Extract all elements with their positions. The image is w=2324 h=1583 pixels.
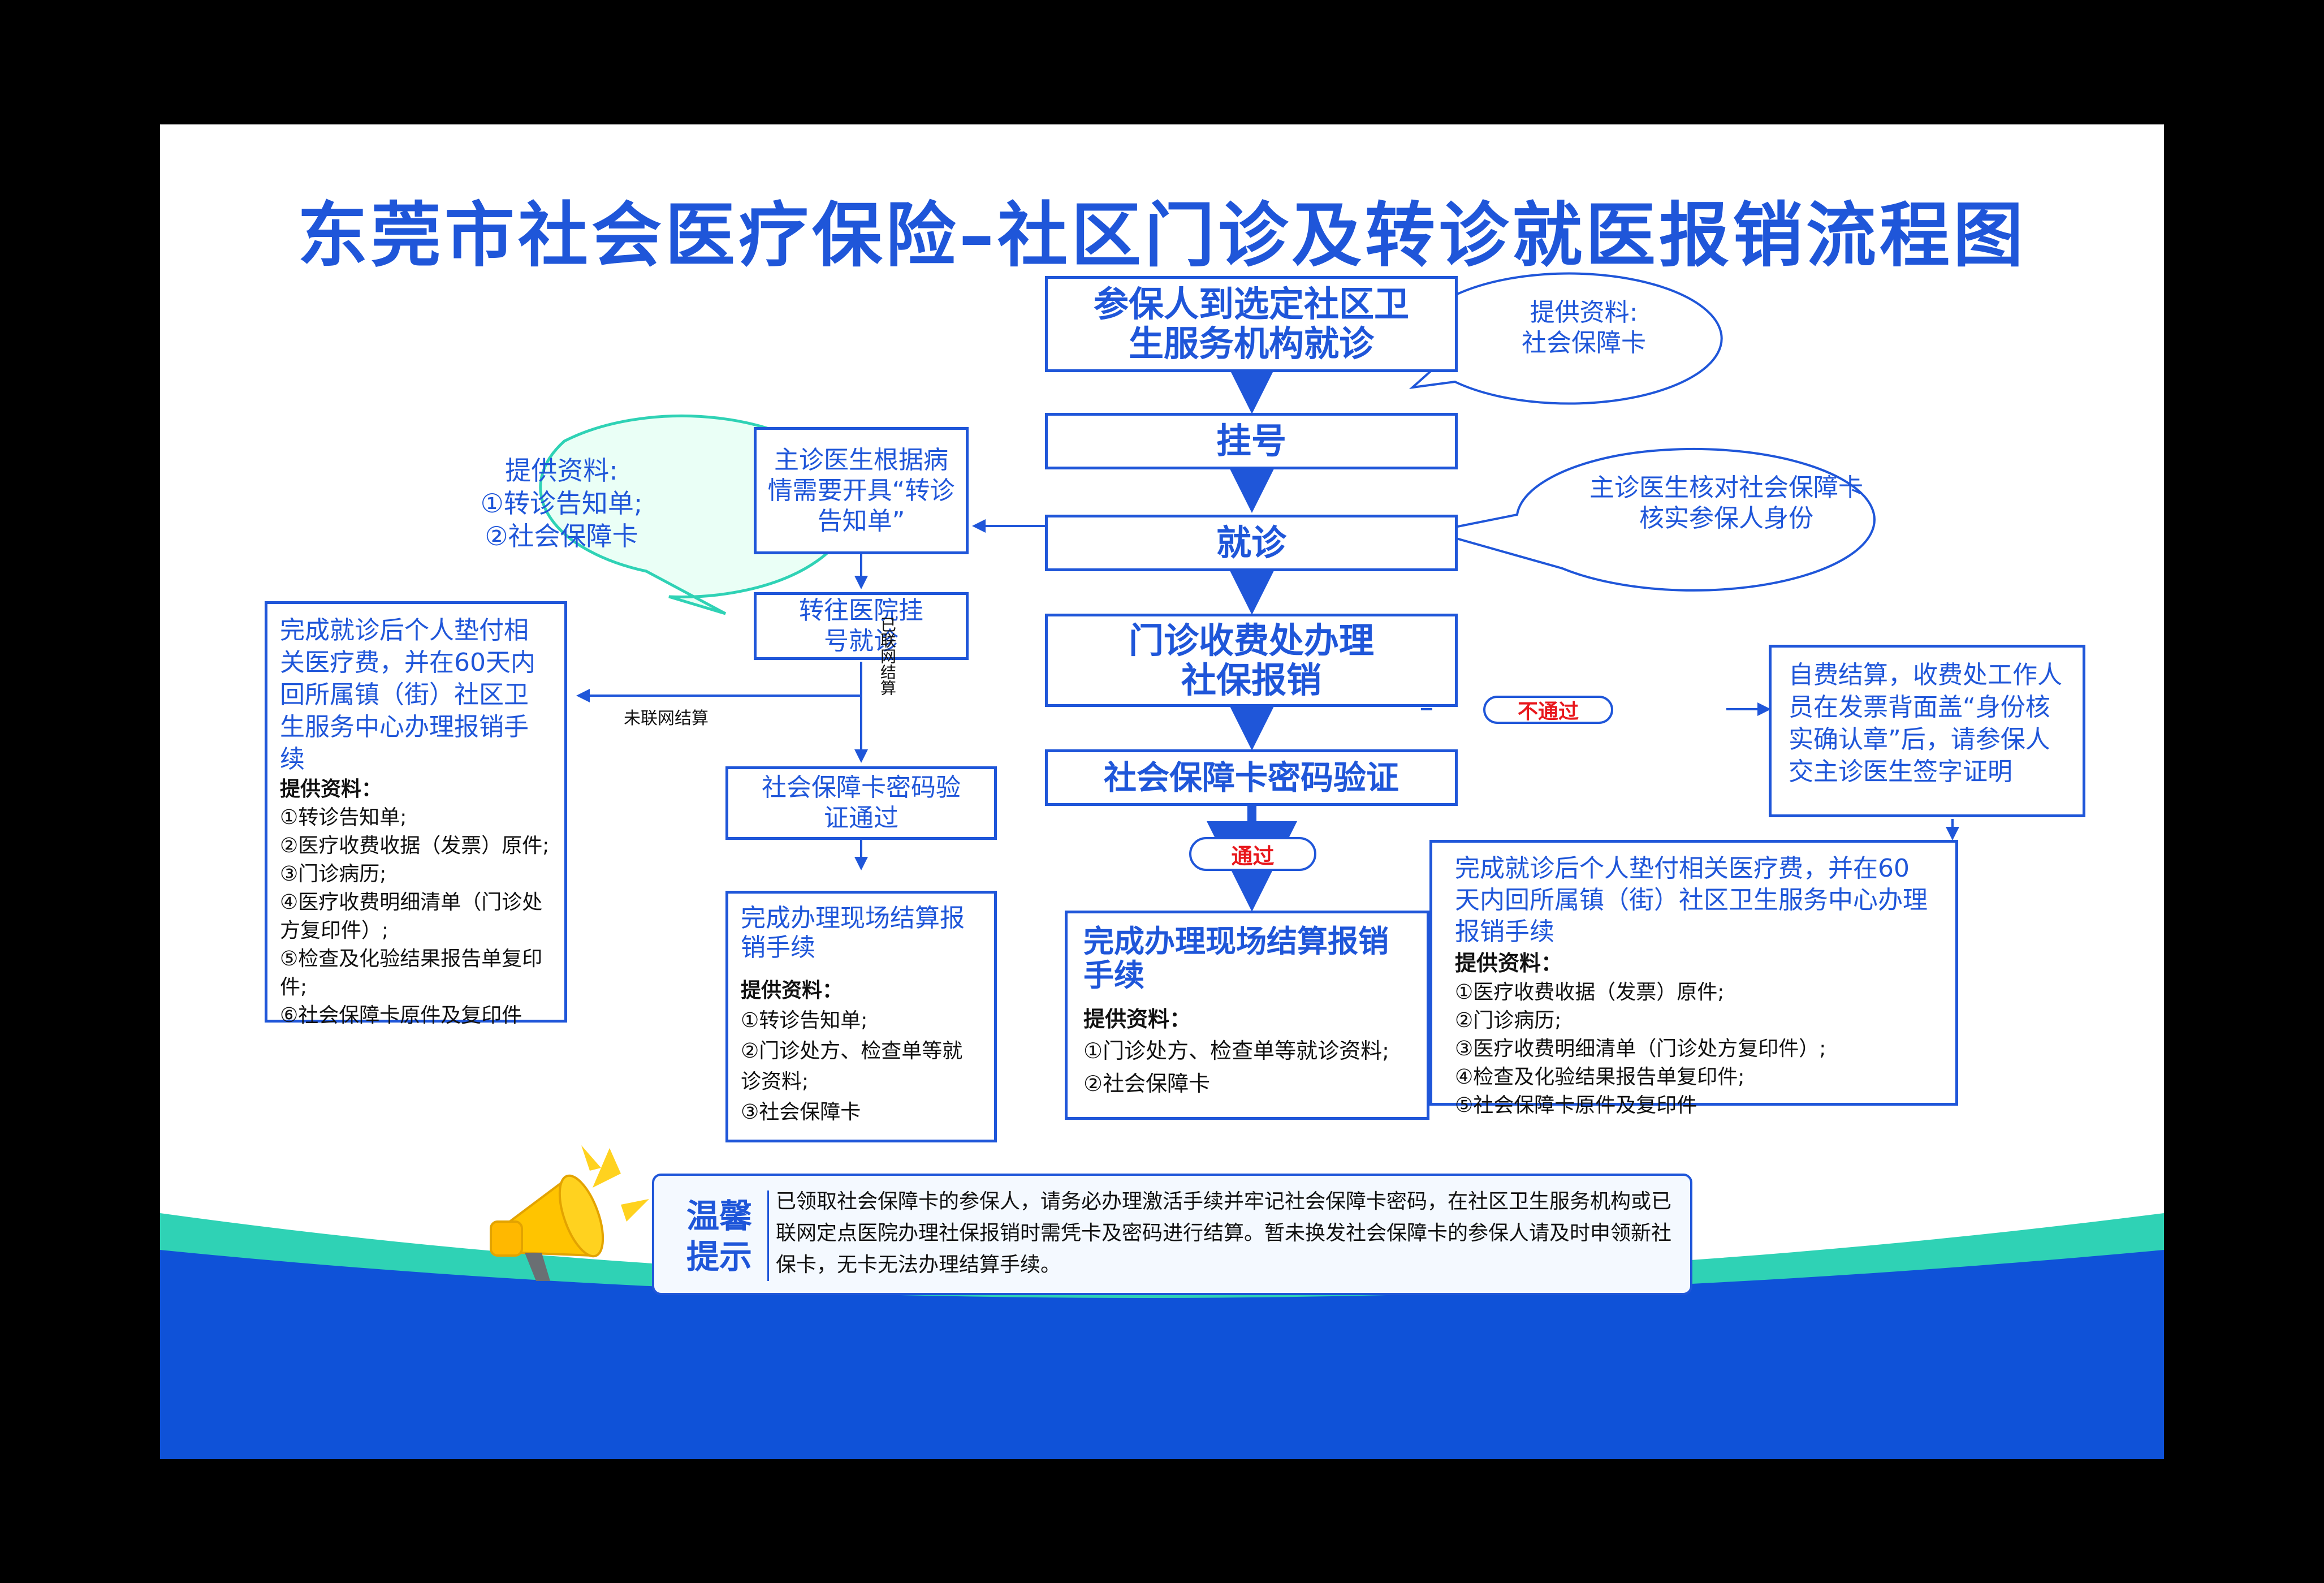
right-panel-heading: 提供资料： [1455,951,1563,976]
step-register: 挂号 [1045,413,1458,469]
left-panel-list: ①转诊告知单; ②医疗收费收据（发票）原件; ③门诊病历; ④医疗收费明细清单（… [280,804,552,1030]
center-item-1: ①门诊处方、检查单等就诊资料; [1083,1038,1389,1063]
fail-pill: 不通过 [1483,696,1613,724]
step-cashier-reimburse: 门诊收费处办理社保报销 [1045,614,1458,707]
step-consult: 就诊 [1045,515,1458,571]
transfer-hospital-box: 转往医院挂号就诊 [754,592,969,660]
page-title: 东莞市社会医疗保险–社区门诊及转诊就医报销流程图 [297,195,2027,277]
mid-panel-list: ①转诊告知单; ②门诊处方、检查单等就诊资料; ③社会保障卡 [741,1006,982,1128]
bubble-1-text: 提供资料: 社会保障卡 [1437,294,1731,362]
bubble-1-line2: 社会保障卡 [1522,329,1646,357]
center-settlement-panel: 完成办理现场结算报销手续 提供资料： ①门诊处方、检查单等就诊资料; ②社会保障… [1065,911,1429,1120]
warm-tip-box: 温馨 提示 已领取社会保障卡的参保人，请务必办理激活手续并牢记社会保障卡密码，在… [652,1174,1692,1295]
bubble-3-line1: 提供资料: [505,455,618,486]
right-reimburse-panel: 完成就诊后个人垫付相关医疗费，并在60天内回所属镇（街）社区卫生服务中心办理报销… [1429,840,1958,1117]
right-item-2: ②门诊病历; [1455,1009,1562,1032]
bubble-3-line3: ②社会保障卡 [485,521,638,551]
left-item-2: ②医疗收费收据（发票）原件; [280,834,550,857]
right-item-3: ③医疗收费明细清单（门诊处方复印件）; [1455,1037,1826,1060]
left-panel-heading: 提供资料： [280,778,382,801]
left-reimburse-panel: 完成就诊后个人垫付相关医疗费，并在60天内回所属镇（街）社区卫生服务中心办理报销… [265,601,567,1027]
right-item-1: ①医疗收费收据（发票）原件; [1455,981,1725,1004]
center-panel-desc: 完成办理现场结算报销手续 [1083,924,1389,993]
left-panel-desc: 完成就诊后个人垫付相关医疗费，并在60天内回所属镇（街）社区卫生服务中心办理报销… [280,616,535,774]
right-item-4: ④检查及化验结果报告单复印件; [1455,1066,1745,1089]
bubble-2-line2: 核实参保人身份 [1639,504,1813,533]
mid-item-3: ③社会保障卡 [741,1101,861,1124]
center-panel-list: ①门诊处方、检查单等就诊资料; ②社会保障卡 [1083,1034,1411,1100]
mid-item-2: ②门诊处方、检查单等就诊资料; [741,1039,963,1093]
blue-band [160,1250,2164,1459]
tip-label: 温馨 提示 [677,1196,762,1277]
mid-settlement-panel: 完成办理现场结算报销手续 提供资料： ①转诊告知单; ②门诊处方、检查单等就诊资… [725,891,997,1142]
mid-panel-desc: 完成办理现场结算报销手续 [741,904,965,962]
step-visit-community: 参保人到选定社区卫生服务机构就诊 [1045,276,1458,372]
bubble-2-line1: 主诊医生核对社会保障卡 [1589,473,1863,502]
center-item-2: ②社会保障卡 [1083,1071,1211,1096]
card-verified-box: 社会保障卡密码验证通过 [725,766,997,840]
flow-connectors [576,323,1959,912]
left-item-1: ①转诊告知单; [280,806,407,829]
right-panel-desc: 完成就诊后个人垫付相关医疗费，并在60天内回所属镇（街）社区卫生服务中心办理报销… [1455,854,1928,946]
left-item-5: ⑤检查及化验结果报告单复印件; [280,947,543,999]
mid-panel-heading: 提供资料： [741,979,843,1002]
tip-label-line2: 提示 [686,1237,752,1276]
tip-label-line1: 温馨 [686,1197,752,1235]
bubble-1-line1: 提供资料: [1530,298,1638,327]
poster: 东莞市社会医疗保险–社区门诊及转诊就医报销流程图 提供资料: 社会保障卡 主诊医… [160,124,2164,1459]
step-card-verify: 社会保障卡密码验证 [1045,749,1458,806]
self-pay-box: 自费结算，收费处工作人员在发票背面盖“身份核实确认章”后，请参保人交主诊医生签字… [1769,645,2085,817]
center-panel-heading: 提供资料： [1083,1007,1191,1032]
offline-settlement-label: 未联网结算 [624,709,709,728]
bubble-2-text: 主诊医生核对社会保障卡 核实参保人身份 [1557,469,1896,537]
left-item-3: ③门诊病历; [280,862,387,886]
right-item-5: ⑤社会保障卡原件及复印件 [1455,1094,1697,1117]
mid-item-1: ①转诊告知单; [741,1009,868,1032]
right-panel-list: ①医疗收费收据（发票）原件; ②门诊病历; ③医疗收费明细清单（门诊处方复印件）… [1455,978,1933,1120]
left-item-4: ④医疗收费明细清单（门诊处方复印件）; [280,891,543,942]
bubble-3-line2: ①转诊告知单; [480,488,643,519]
tip-text: 已领取社会保障卡的参保人，请务必办理激活手续并牢记社会保障卡密码，在社区卫生服务… [776,1190,1672,1276]
bubble-2-shape [1432,447,1876,592]
pass-pill: 通过 [1189,837,1316,871]
megaphone-icon [490,1145,649,1281]
bubble-3-text: 提供资料: ①转诊告知单; ②社会保障卡 [443,452,680,554]
doctor-referral-note: 主诊医生根据病情需要开具“转诊告知单” [754,427,969,554]
left-item-6: ⑥社会保障卡原件及复印件 [280,1004,522,1027]
online-settlement-label: 已联网结算 [878,616,897,696]
